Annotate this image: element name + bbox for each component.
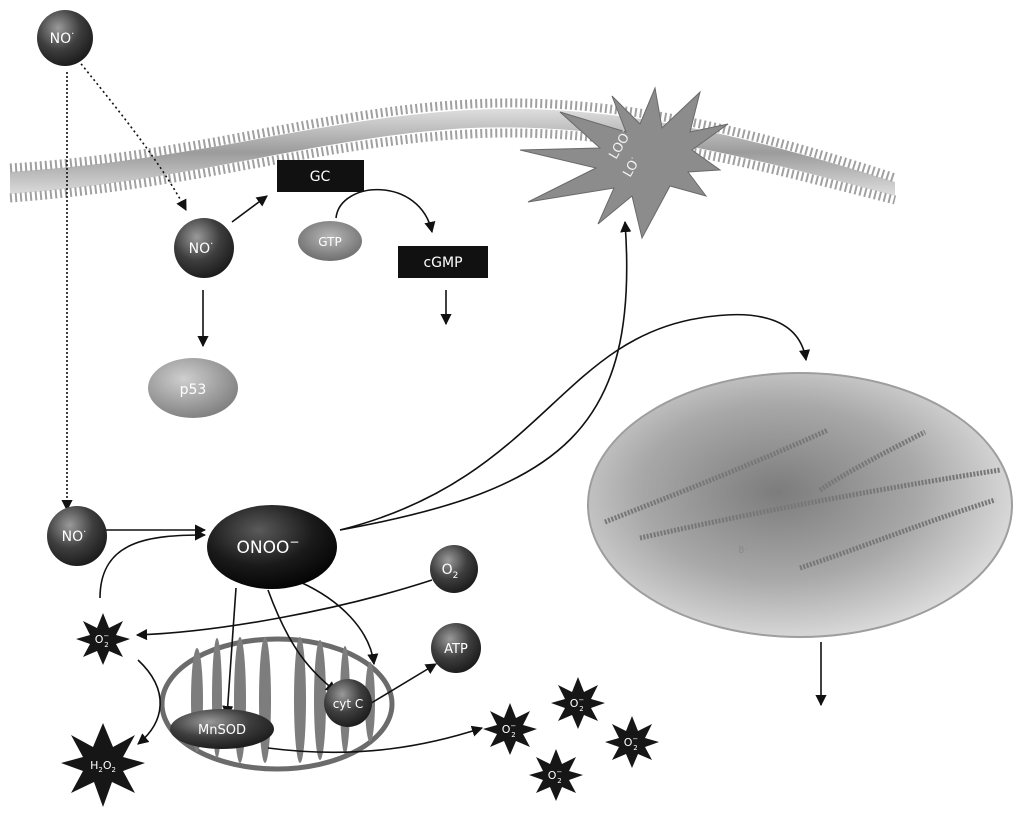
- svg-text:GTP: GTP: [318, 235, 341, 249]
- svg-text:O2: O2: [442, 562, 459, 581]
- connector-arrows: [61, 59, 827, 754]
- no-to-gc-arrow: [231, 195, 268, 223]
- svg-text:NO·: NO·: [50, 29, 75, 47]
- onoo-node: ONOO−: [207, 505, 337, 589]
- no-node-low: NO·: [47, 506, 107, 566]
- svg-text:NO·: NO·: [189, 239, 214, 257]
- dna-strand: [639, 467, 1001, 541]
- svg-text:O−2: O−2: [624, 735, 639, 752]
- cell-membrane: [9, 98, 897, 205]
- svg-text:p53: p53: [180, 382, 207, 398]
- dna-fragment-label: 8·: [738, 545, 748, 556]
- superoxide-to-onoo-arrow: [99, 529, 207, 599]
- p53-node: p53: [148, 358, 238, 418]
- no-node-mid: NO·: [174, 218, 234, 278]
- no-node-top: NO·: [37, 10, 93, 66]
- lo-label: LO·: [620, 155, 644, 180]
- o2-node: O2: [430, 545, 478, 593]
- atp-node: ATP: [431, 623, 481, 673]
- superoxide-star-icon: O−2: [605, 716, 659, 768]
- onoo-to-nucleus-arrow: [339, 313, 811, 531]
- svg-text:MnSOD: MnSOD: [198, 723, 246, 738]
- h2o2-star-icon: H2O2: [61, 723, 145, 807]
- dna-strand: [818, 429, 927, 493]
- diffusion-arrow-in: [77, 59, 187, 211]
- svg-text:ATP: ATP: [444, 642, 468, 657]
- gc-box: GC: [277, 160, 364, 192]
- svg-text:O−2: O−2: [95, 632, 110, 649]
- svg-text:NO·: NO·: [62, 527, 87, 545]
- o2-to-superoxide-arrow: [135, 579, 433, 641]
- onoo-to-lipid-arrow: [339, 220, 632, 531]
- svg-text:O−2: O−2: [502, 722, 517, 739]
- gtp-node: GTP: [298, 221, 362, 261]
- cgmp-box: cGMP: [398, 246, 488, 278]
- svg-text:H2O2: H2O2: [90, 759, 116, 774]
- svg-text:cyt C: cyt C: [333, 697, 364, 711]
- superoxide-to-h2o2-arrow: [137, 659, 161, 745]
- superoxide-star-icon: O−2: [76, 613, 130, 665]
- onoo-to-mnsod-arrow: [222, 587, 237, 718]
- nucleus-icon: 8·: [587, 372, 1013, 638]
- superoxide-star-icon: O−2: [529, 749, 583, 801]
- mnsod-node: MnSOD: [170, 709, 274, 749]
- svg-text:GC: GC: [310, 169, 331, 185]
- svg-text:O−2: O−2: [570, 696, 585, 713]
- superoxide-star-icon: O−2: [483, 703, 537, 755]
- svg-text:ONOO−: ONOO−: [237, 535, 300, 558]
- lipid-peroxide-burst-icon: LOO· LO·: [519, 86, 729, 240]
- mnsod-to-superoxide-arrow: [267, 725, 484, 754]
- cytc-to-atp-arrow: [367, 663, 437, 706]
- cytc-node: cyt C: [324, 679, 372, 727]
- dna-strand: [799, 497, 996, 571]
- onoo-to-cytc-arrow: [267, 589, 337, 693]
- svg-text:O−2: O−2: [548, 768, 563, 785]
- gtp-to-cgmp-arrow: [335, 188, 436, 234]
- superoxide-star-icon: O−2: [551, 677, 605, 729]
- svg-text:cGMP: cGMP: [423, 255, 462, 271]
- dna-strand: [604, 427, 830, 525]
- onoo-to-mito-arrow: [299, 581, 379, 666]
